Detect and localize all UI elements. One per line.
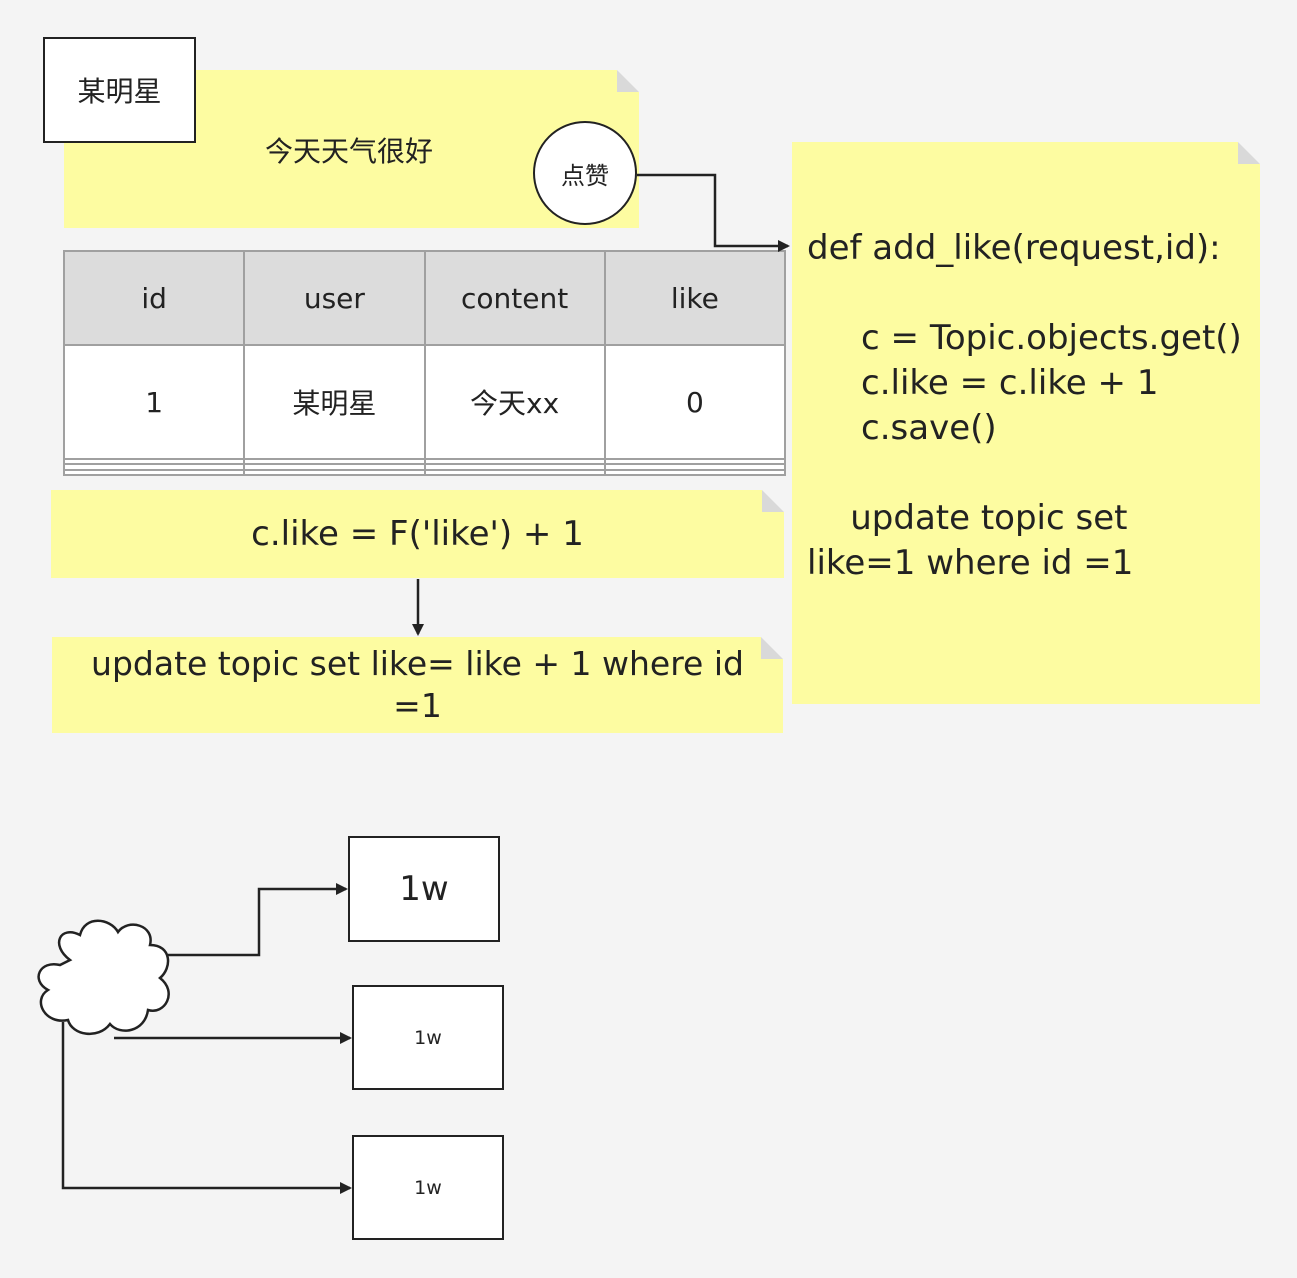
table-header-cell: id <box>62 249 246 347</box>
code-line: def add_like(request,id): <box>807 228 1221 268</box>
topic-table: id user content like 1 某明星 今天xx 0 <box>62 249 787 477</box>
table-cell <box>243 457 426 466</box>
table-cell <box>243 463 426 471</box>
author-box: 某明星 <box>43 37 196 143</box>
table-cell: 0 <box>603 344 787 460</box>
table-cell <box>423 457 606 466</box>
note-fold-corner <box>762 490 784 512</box>
table-cell <box>62 463 246 471</box>
fanout-box-label: 1w <box>399 869 449 909</box>
table-cell <box>243 468 426 477</box>
cloud-to-box1-connector <box>165 883 348 957</box>
table-cell <box>603 468 787 477</box>
note-fold-corner <box>617 70 639 92</box>
table-header-cell: user <box>243 249 426 347</box>
f-expression-text: c.like = F('like') + 1 <box>251 514 584 554</box>
table-header-cell: like <box>603 249 787 347</box>
note-fold-corner <box>761 637 783 659</box>
like-button-label: 点赞 <box>561 161 609 190</box>
code-line: like=1 where id =1 <box>807 543 1134 583</box>
fanout-box-2: 1w <box>352 985 504 1090</box>
cloud-icon <box>37 919 170 1035</box>
table-cell <box>603 463 787 471</box>
author-name: 某明星 <box>77 75 162 108</box>
fanout-box-1: 1w <box>348 836 500 942</box>
code-line: c = Topic.objects.get() <box>807 318 1242 358</box>
code-note: def add_like(request,id): c = Topic.obje… <box>792 142 1260 704</box>
table-cell <box>423 463 606 471</box>
fanout-box-3: 1w <box>352 1135 504 1240</box>
table-header-cell: content <box>423 249 606 347</box>
table-cell: 今天xx <box>423 344 606 460</box>
table-row <box>62 457 787 466</box>
fanout-box-label: 1w <box>414 1176 442 1199</box>
table-cell: 某明星 <box>243 344 426 460</box>
note-fold-corner <box>1238 142 1260 164</box>
table-header-row: id user content like <box>62 249 787 347</box>
cloud-to-box3-connector <box>61 1022 352 1194</box>
code-line: c.save() <box>807 408 997 448</box>
table-cell <box>62 468 246 477</box>
table-cell <box>423 468 606 477</box>
sql-note: update topic set like= like + 1 where id… <box>52 637 783 733</box>
table-row: 1 某明星 今天xx 0 <box>62 344 787 460</box>
fanout-box-label: 1w <box>414 1026 442 1049</box>
table-row <box>62 468 787 477</box>
like-to-code-connector <box>637 173 790 252</box>
sql-text: update topic set like= like + 1 where id… <box>91 644 744 725</box>
table-row <box>62 463 787 471</box>
like-button[interactable]: 点赞 <box>533 121 637 225</box>
code-line: update topic set <box>807 498 1128 538</box>
table-cell: 1 <box>62 344 246 460</box>
table-cell <box>603 457 787 466</box>
post-content: 今天天气很好 <box>264 135 433 168</box>
table-cell <box>62 457 246 466</box>
code-line: c.like = c.like + 1 <box>807 363 1159 403</box>
f-expression-note: c.like = F('like') + 1 <box>51 490 784 578</box>
